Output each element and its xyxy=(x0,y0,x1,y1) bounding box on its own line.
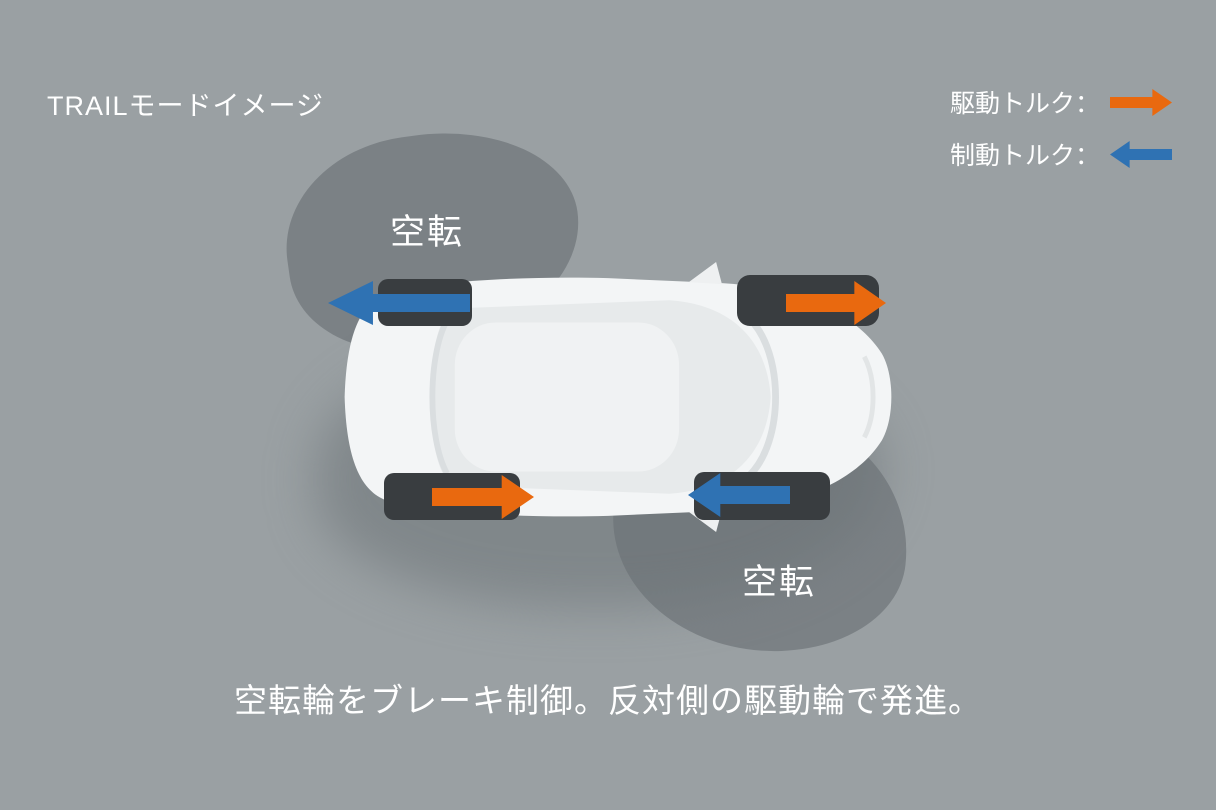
brake-torque-arrow-icon xyxy=(1110,140,1172,168)
car-rear-window xyxy=(429,318,450,476)
car-top-view xyxy=(330,260,915,534)
brake-torque-label: 制動トルク： xyxy=(949,142,1100,170)
car-hood-line xyxy=(862,355,876,439)
spin-label-bottom: 空転 xyxy=(742,563,817,602)
caption: 空転輪をブレーキ制御。反対側の駆動輪で発進。 xyxy=(234,682,982,719)
car-mirror-top xyxy=(688,262,722,285)
drive-torque-arrow-bottom-left xyxy=(432,475,534,519)
page-title: TRAILモードイメージ xyxy=(47,91,324,121)
spin-label-top: 空転 xyxy=(390,213,465,252)
legend-brake-torque: 制動トルク： xyxy=(950,136,1172,172)
brake-torque-arrow-bottom-right xyxy=(688,473,790,517)
car-windshield xyxy=(746,315,779,479)
legend-drive-torque: 駆動トルク： xyxy=(950,84,1172,120)
drive-torque-arrow-top-right xyxy=(786,281,886,325)
drive-torque-label: 駆動トルク： xyxy=(949,90,1100,118)
brake-torque-arrow-top-left xyxy=(328,281,470,325)
drive-torque-arrow-icon xyxy=(1110,88,1172,116)
car-roof xyxy=(454,322,680,472)
legend: 駆動トルク： 制動トルク： xyxy=(950,84,1172,172)
